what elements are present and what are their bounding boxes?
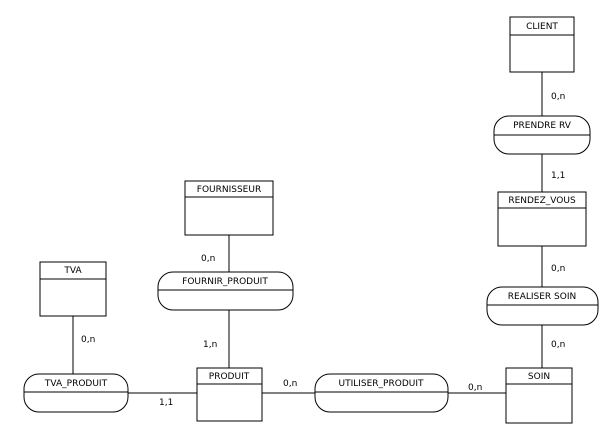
relation-realiser-soin-label: REALISER SOIN	[508, 292, 576, 302]
cardinality-rendez-vous-realiser-soin: 0,n	[551, 264, 565, 274]
cardinality-fournisseur-fournir-produit: 0,n	[201, 254, 215, 264]
relation-fournir-produit[interactable]: FOURNIR_PRODUIT	[157, 271, 294, 311]
cardinality-tva-produit-produit: 1,1	[159, 398, 173, 408]
entity-soin-label: SOIN	[528, 372, 550, 382]
entity-rendez-vous[interactable]: RENDEZ_VOUS	[497, 191, 587, 247]
entity-produit-label: PRODUIT	[209, 372, 250, 382]
relation-realiser-soin[interactable]: REALISER SOIN	[486, 286, 599, 326]
cardinality-fournir-produit-produit: 1,n	[203, 340, 217, 350]
entity-tva-label: TVA	[63, 266, 82, 276]
cardinality-produit-utiliser-produit: 0,n	[283, 379, 297, 389]
relation-utiliser-produit[interactable]: UTILISER_PRODUIT	[314, 373, 449, 413]
relation-tva-produit[interactable]: TVA_PRODUIT	[23, 373, 129, 413]
cardinality-client-prendre-rv: 0,n	[551, 92, 565, 102]
entity-fournisseur-label: FOURNISSEUR	[197, 185, 261, 195]
relation-fournir-produit-label: FOURNIR_PRODUIT	[182, 277, 268, 287]
entity-tva[interactable]: TVA	[39, 261, 107, 317]
cardinalities: 0,n 1,1 0,n 0,n 0,n 1,n 0,n 1,1 0,n 0,n	[81, 92, 565, 408]
entity-produit[interactable]: PRODUIT	[196, 367, 263, 422]
relation-prendre-rv[interactable]: PRENDRE RV	[493, 115, 591, 155]
links	[72, 72, 543, 394]
entity-client[interactable]: CLIENT	[509, 16, 575, 73]
cardinality-utiliser-produit-soin: 0,n	[468, 383, 482, 393]
entity-fournisseur[interactable]: FOURNISSEUR	[184, 180, 274, 236]
cardinality-tva-tva-produit: 0,n	[81, 335, 95, 345]
cardinality-realiser-soin-soin: 0,n	[551, 340, 565, 350]
entity-client-label: CLIENT	[526, 22, 558, 32]
relation-tva-produit-label: TVA_PRODUIT	[44, 379, 108, 389]
cardinality-prendre-rv-rendez-vous: 1,1	[551, 171, 565, 181]
relation-utiliser-produit-label: UTILISER_PRODUIT	[339, 379, 424, 389]
relation-prendre-rv-label: PRENDRE RV	[513, 121, 572, 131]
entity-rendez-vous-label: RENDEZ_VOUS	[508, 196, 576, 206]
entity-soin[interactable]: SOIN	[505, 367, 573, 424]
